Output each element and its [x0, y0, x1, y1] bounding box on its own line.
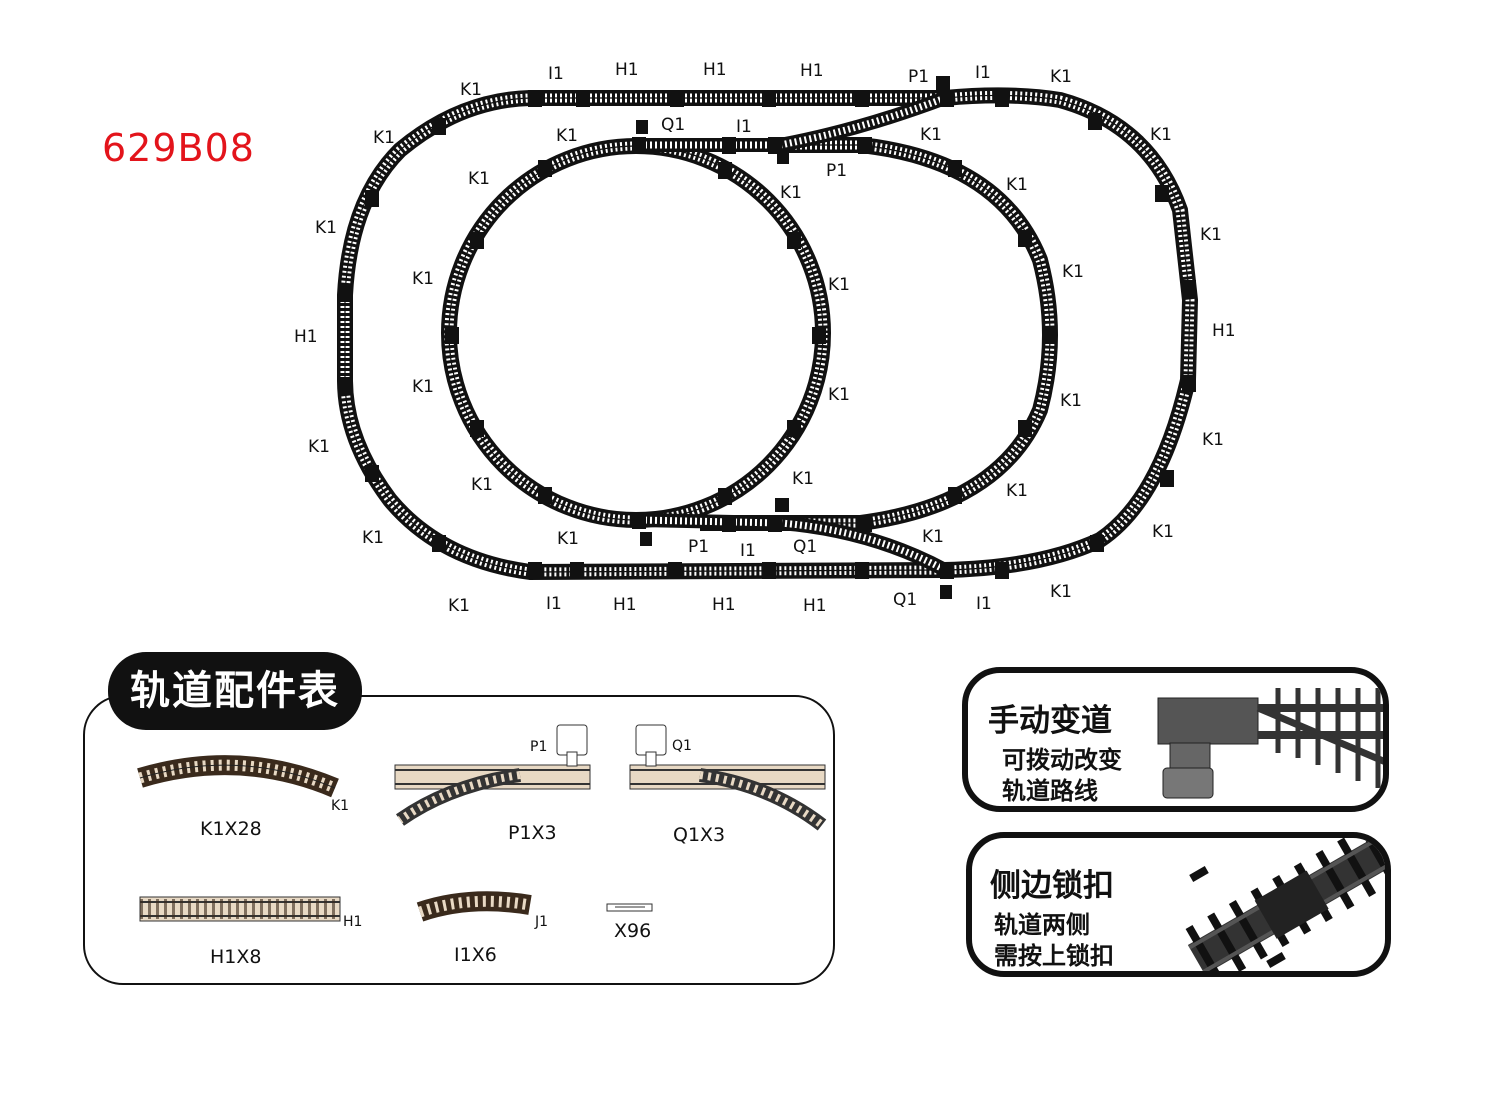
layout-labels: K1 I1 H1 H1 H1 P1 I1 K1 K1 K1 H1 K1 K1 K…	[294, 60, 1236, 616]
track-joiners	[338, 76, 1196, 599]
x-side-clip-piece	[606, 903, 653, 912]
svg-text:K1: K1	[922, 527, 944, 547]
svg-text:K1: K1	[1060, 391, 1082, 411]
svg-text:H1: H1	[343, 914, 362, 930]
svg-text:I1: I1	[548, 64, 564, 84]
svg-text:I1: I1	[976, 594, 992, 614]
feature-title: 侧边锁扣	[990, 868, 1114, 904]
svg-text:K1: K1	[1062, 262, 1084, 282]
part-label-h1: H1X8	[210, 946, 262, 968]
svg-text:I1: I1	[975, 63, 991, 83]
svg-text:H1: H1	[712, 595, 736, 615]
svg-text:H1: H1	[1212, 321, 1236, 341]
svg-text:P1: P1	[530, 739, 547, 755]
svg-text:K1: K1	[362, 528, 384, 548]
parts-table-title: 轨道配件表	[108, 652, 362, 730]
svg-text:K1: K1	[315, 218, 337, 238]
svg-text:K1: K1	[1050, 582, 1072, 602]
parts-table-box	[83, 695, 835, 985]
model-number: 629B08	[102, 126, 255, 170]
crossover-tracks	[639, 91, 949, 577]
svg-text:Q1: Q1	[661, 115, 685, 135]
svg-text:K1: K1	[331, 798, 349, 814]
svg-text:K1: K1	[1006, 481, 1028, 501]
svg-text:K1: K1	[557, 529, 579, 549]
feature-side-lock: 侧边锁扣 轨道两侧 需按上锁扣	[966, 832, 1391, 977]
label-k1: K1	[460, 80, 482, 100]
svg-text:H1: H1	[613, 595, 637, 615]
feature-line: 轨道路线	[1002, 777, 1098, 805]
svg-text:J1: J1	[534, 914, 548, 930]
side-lock-photo-icon	[1185, 838, 1385, 971]
feature-title: 手动变道	[988, 703, 1112, 739]
svg-text:K1: K1	[1200, 225, 1222, 245]
svg-text:K1: K1	[1050, 67, 1072, 87]
part-label-q1: Q1X3	[673, 824, 726, 846]
svg-text:K1: K1	[308, 437, 330, 457]
svg-text:K1: K1	[828, 385, 850, 405]
svg-text:I1: I1	[740, 541, 756, 561]
part-label-p1: P1X3	[508, 822, 557, 844]
svg-text:H1: H1	[294, 327, 318, 347]
svg-text:K1: K1	[1150, 125, 1172, 145]
svg-text:K1: K1	[792, 469, 814, 489]
feature-line: 可拨动改变	[1002, 746, 1122, 774]
svg-text:Q1: Q1	[793, 537, 817, 557]
svg-text:K1: K1	[468, 169, 490, 189]
p1-switch-track-piece: P1	[394, 724, 591, 826]
svg-text:K1: K1	[556, 126, 578, 146]
svg-text:K1: K1	[828, 275, 850, 295]
svg-text:K1: K1	[920, 125, 942, 145]
part-label-x: X96	[614, 920, 652, 942]
svg-text:K1: K1	[448, 596, 470, 616]
feature-line: 轨道两侧	[994, 911, 1090, 939]
svg-text:I1: I1	[546, 594, 562, 614]
svg-text:K1: K1	[471, 475, 493, 495]
i1-short-curve-track-piece: J1	[416, 891, 548, 930]
q1-switch-track-piece: Q1	[629, 724, 827, 831]
k1-curved-track-piece: K1	[137, 755, 349, 814]
svg-text:P1: P1	[908, 67, 929, 87]
svg-text:K1: K1	[412, 377, 434, 397]
svg-text:K1: K1	[1006, 175, 1028, 195]
svg-text:Q1: Q1	[893, 590, 917, 610]
svg-text:K1: K1	[1202, 430, 1224, 450]
switch-lever-photo-icon	[1157, 688, 1383, 799]
svg-text:Q1: Q1	[672, 738, 692, 754]
part-label-i1: I1X6	[454, 944, 497, 966]
svg-text:H1: H1	[703, 60, 727, 80]
svg-text:H1: H1	[615, 60, 639, 80]
svg-text:P1: P1	[688, 537, 709, 557]
feature-line: 需按上锁扣	[994, 942, 1114, 970]
feature-manual-switch: 手动变道 可拨动改变 轨道路线	[962, 667, 1389, 812]
svg-text:I1: I1	[736, 117, 752, 137]
svg-text:H1: H1	[803, 596, 827, 616]
svg-text:K1: K1	[780, 183, 802, 203]
svg-text:H1: H1	[800, 61, 824, 81]
svg-text:K1: K1	[373, 128, 395, 148]
svg-text:K1: K1	[1152, 522, 1174, 542]
part-label-k1: K1X28	[200, 818, 262, 840]
track-layout-diagram: K1 I1 H1 H1 H1 P1 I1 K1 K1 K1 H1 K1 K1 K…	[294, 60, 1236, 616]
h1-straight-track-piece: H1	[139, 896, 362, 930]
svg-text:K1: K1	[412, 269, 434, 289]
svg-text:P1: P1	[826, 161, 847, 181]
